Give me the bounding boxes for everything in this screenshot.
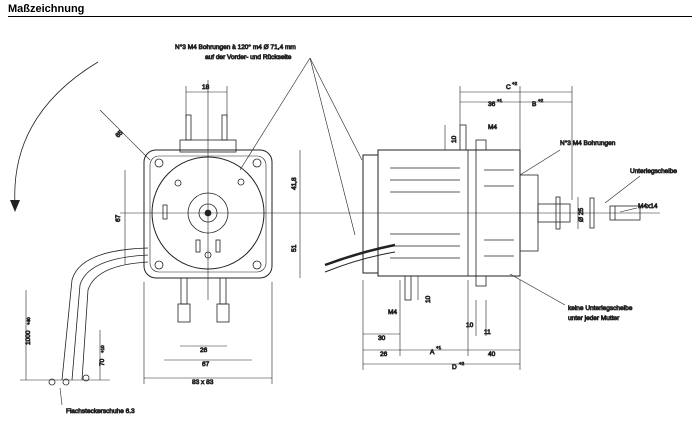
title-rule xyxy=(8,16,692,17)
dim-36: 36 xyxy=(488,101,496,108)
dim-65: 65 xyxy=(114,129,124,139)
side-shaft xyxy=(537,203,571,223)
front-dimensions xyxy=(20,86,301,406)
front-frame xyxy=(143,149,273,279)
dim-36-tol: +1 xyxy=(497,98,503,103)
front-ring xyxy=(187,192,229,234)
dim-10-bottom: 10 xyxy=(425,295,432,303)
screw-icon xyxy=(609,205,641,221)
corner-hole-tl xyxy=(154,158,164,168)
dim-b: B xyxy=(532,101,536,108)
note-rear-holes: N°3 M4 Bohrungen xyxy=(560,139,616,147)
side-shaft-end xyxy=(555,196,561,230)
dim-c: C xyxy=(506,84,511,91)
note-no-washer-1: keine Unterlegscheibe xyxy=(568,305,633,312)
dim-1000: 1000 xyxy=(25,330,32,345)
front-top-bracket xyxy=(179,139,237,153)
dim-67-bottom: 67 xyxy=(202,361,210,368)
dim-a: A xyxy=(430,349,435,356)
side-front-flange xyxy=(362,154,379,274)
dim-d: D xyxy=(452,364,457,371)
dim-41-8: 41,8 xyxy=(291,177,298,190)
dim-70-tol: +10 xyxy=(100,345,105,353)
connector-icon-3 xyxy=(82,374,90,382)
side-view xyxy=(324,124,641,301)
front-bottom-nut-1 xyxy=(177,303,191,323)
dim-30: 30 xyxy=(378,335,386,342)
dim-10-top: 10 xyxy=(451,135,458,143)
dim-11: 11 xyxy=(484,329,491,336)
dim-40: 40 xyxy=(488,351,496,358)
note-front-holes-1: N°3 M4 Bohrungen à 120° m4 Ø 71,4 mm xyxy=(175,43,296,51)
dim-m4-bottom: M4 xyxy=(388,309,397,316)
drawing-title: Maßzeichnung xyxy=(8,3,85,15)
cable-2 xyxy=(71,254,149,381)
rotation-arrow-icon xyxy=(10,200,20,212)
side-cable xyxy=(324,243,396,267)
dim-26-front: 26 xyxy=(200,347,208,354)
front-bottom-nut-2 xyxy=(216,303,230,323)
dim-d-tol: +2 xyxy=(459,361,465,366)
dim-c-tol: +2 xyxy=(512,81,518,86)
front-hole-1 xyxy=(174,179,182,187)
corner-hole-tr xyxy=(252,158,262,168)
side-dimensions xyxy=(362,86,579,370)
dim-18: 18 xyxy=(202,84,210,91)
cable-1 xyxy=(61,247,149,381)
front-top-stud-2 xyxy=(221,114,228,141)
dim-67-left: 67 xyxy=(115,214,122,222)
front-slot-1 xyxy=(195,239,201,253)
front-slot-2 xyxy=(215,239,221,253)
cable-3 xyxy=(81,261,149,381)
dim-70: 70 xyxy=(99,358,106,366)
front-bottom-stud-2 xyxy=(219,277,227,305)
dim-10-right: 10 xyxy=(466,322,474,329)
dim-b-tol: +2 xyxy=(538,98,544,103)
front-top-stud-1 xyxy=(185,114,192,141)
dim-25: Ø 25 xyxy=(578,208,585,222)
rotation-arc xyxy=(14,61,99,206)
dim-m4-top: M4 xyxy=(488,124,497,131)
note-no-washer-2: unter jeder Mutter xyxy=(568,315,620,322)
note-front-holes-2: auf der Vorder- und Rückseite xyxy=(205,54,292,61)
corner-hole-br xyxy=(252,260,262,270)
connector-icon-2 xyxy=(62,378,70,386)
front-hole-3 xyxy=(204,251,212,259)
dim-26-side: 26 xyxy=(380,351,388,358)
front-slot-3 xyxy=(162,204,168,220)
dim-a-tol: +1 xyxy=(436,345,442,350)
front-view xyxy=(10,61,660,386)
dim-1000-tol: +40 xyxy=(26,317,31,325)
front-shaft xyxy=(204,209,212,217)
note-connector: Flachsteckerschuhe 6.3 xyxy=(66,408,135,415)
corner-hole-bl xyxy=(154,260,164,270)
note-screw: M4x14 xyxy=(638,203,658,210)
front-frame-inner xyxy=(149,155,267,273)
dim-83: 83 x 83 xyxy=(192,379,214,386)
leader-lines xyxy=(239,57,641,306)
dim-51: 51 xyxy=(291,244,298,252)
front-hub xyxy=(198,203,218,223)
front-hole-2 xyxy=(237,178,245,186)
front-housing-circle xyxy=(151,156,265,270)
connector-icon-1 xyxy=(48,378,56,386)
front-bottom-stud-1 xyxy=(180,277,188,305)
note-washer: Unterlegscheibe xyxy=(630,168,677,175)
washer-icon xyxy=(589,197,595,229)
